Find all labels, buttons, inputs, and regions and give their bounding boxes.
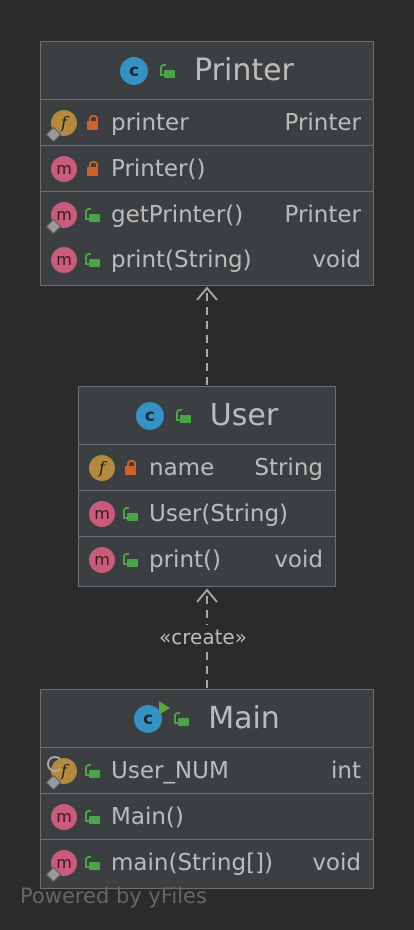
method-name: print(String) [111, 246, 252, 273]
public-lock-icon [175, 408, 192, 424]
method-icon: m [89, 500, 115, 527]
field-type: int [331, 757, 361, 784]
constructor-name: Printer() [111, 155, 206, 182]
public-lock-icon [85, 252, 101, 268]
public-lock-icon [85, 855, 101, 871]
constructor-row[interactable]: m Printer() [41, 146, 373, 191]
field-icon: f [89, 454, 115, 481]
method-icon: m [89, 546, 115, 573]
fields-section: f printer Printer [41, 100, 373, 146]
field-name: name [149, 454, 215, 481]
arrow-head [196, 286, 218, 301]
constructor-name: User(String) [149, 500, 289, 527]
public-lock-icon [160, 63, 176, 79]
class-header: c Main [41, 690, 373, 748]
field-icon: f [45, 755, 77, 790]
field-row[interactable]: f name String [79, 445, 335, 490]
public-lock-icon [123, 552, 139, 568]
constructors-section: m User(String) [79, 491, 335, 537]
field-type: Printer [284, 109, 361, 136]
field-row[interactable]: f printer Printer [41, 100, 373, 145]
class-header: c User [79, 387, 335, 445]
method-icon: m [45, 849, 77, 882]
private-lock-icon [123, 459, 139, 476]
constructor-row[interactable]: m Main() [41, 794, 373, 839]
powered-by-watermark: Powered by yFiles [20, 884, 207, 908]
method-return-type: void [312, 849, 361, 876]
field-icon: f [45, 109, 77, 142]
method-return-type: Printer [284, 201, 361, 228]
method-icon: m [51, 155, 77, 182]
methods-section: m print() void [79, 537, 335, 582]
method-icon: m [51, 803, 77, 830]
final-pin-icon [45, 774, 62, 790]
method-return-type: void [274, 546, 323, 573]
run-icon [159, 700, 171, 715]
constructors-section: m Main() [41, 794, 373, 840]
method-name: getPrinter() [111, 201, 244, 228]
class-header: c Printer [41, 42, 373, 100]
field-name: User_NUM [111, 757, 229, 784]
methods-section: m main(String[]) void [41, 840, 373, 885]
class-icon: c [120, 56, 149, 85]
field-row[interactable]: f User_NUM int [41, 748, 373, 793]
fields-section: f User_NUM int [41, 748, 373, 794]
methods-section: m getPrinter() Printer m print(String) v… [41, 192, 373, 282]
public-lock-icon [174, 711, 190, 727]
field-name: printer [111, 109, 189, 136]
edge-user-to-printer [196, 286, 218, 385]
public-lock-icon [123, 506, 139, 522]
method-row[interactable]: m getPrinter() Printer [41, 192, 373, 237]
private-lock-icon [85, 160, 101, 177]
constructor-row[interactable]: m User(String) [79, 491, 335, 536]
constructor-name: Main() [111, 803, 184, 830]
class-name: User [209, 398, 279, 433]
public-lock-icon [85, 809, 101, 825]
method-name: main(String[]) [111, 849, 273, 876]
private-lock-icon [85, 114, 101, 131]
class-icon: c [135, 401, 164, 430]
edge-label-create: «create» [157, 625, 249, 649]
public-lock-icon [85, 763, 101, 779]
class-name: Printer [194, 53, 294, 88]
field-type: String [254, 454, 323, 481]
class-name: Main [208, 701, 280, 736]
method-row[interactable]: m main(String[]) void [41, 840, 373, 885]
method-row[interactable]: m print() void [79, 537, 335, 582]
constructors-section: m Printer() [41, 146, 373, 192]
method-return-type: void [312, 246, 361, 273]
final-pin-icon [45, 126, 62, 142]
public-lock-icon [85, 207, 101, 223]
class-printer[interactable]: c Printer f printer Printer m Printer() … [40, 41, 374, 286]
method-icon: m [45, 201, 77, 234]
class-icon: c [134, 700, 171, 733]
method-icon: m [51, 246, 77, 273]
method-name: print() [149, 546, 221, 573]
arrow-head [196, 588, 218, 603]
method-row[interactable]: m print(String) void [41, 237, 373, 282]
static-icon [47, 755, 63, 772]
fields-section: f name String [79, 445, 335, 491]
class-user[interactable]: c User f name String m User(String) m pr… [78, 386, 336, 587]
class-main[interactable]: c Main f User_NUM int m Main() m main(St… [40, 689, 374, 889]
